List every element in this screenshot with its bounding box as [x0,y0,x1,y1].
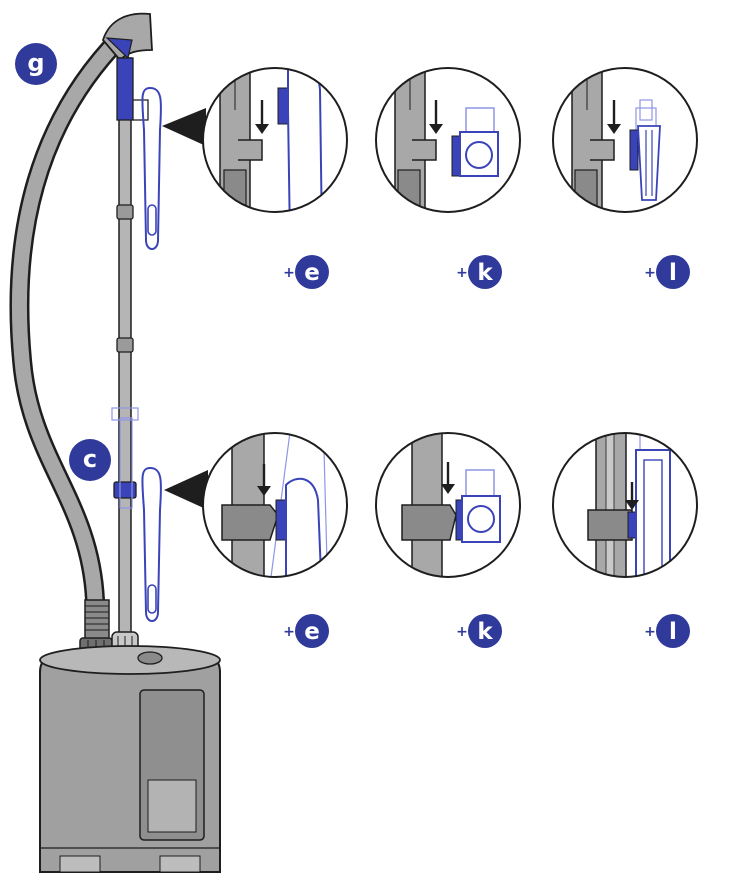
accessory-letter: e [304,619,320,645]
accessory-label-row2-e: + e [283,614,329,648]
detail-collar-brush [202,432,348,578]
badge-g-label: g [27,49,44,77]
detail-hook-pad [375,67,521,213]
top-hanger [116,57,162,250]
plus-sign: + [283,265,295,281]
accessory-letter: l [669,260,677,286]
telescopic-pole [111,57,139,671]
plus-sign: + [644,624,656,640]
badge-c-label: c [83,445,97,473]
detail-hook-brush [202,67,348,213]
plus-sign: + [456,624,468,640]
pointer-middle [164,470,208,510]
steamer-unit [9,12,221,873]
plus-sign: + [644,265,656,281]
accessory-label-row2-l: + l [644,614,690,648]
middle-collar [111,407,162,622]
accessory-letter: l [669,619,677,645]
detail-hook-clip [552,67,698,213]
badge-g: g [15,43,57,85]
steam-head [101,12,153,62]
accessory-letter: e [304,260,320,286]
pointer-top [162,108,206,146]
accessory-letter: k [477,260,493,286]
accessory-label-row2-k: + k [456,614,502,648]
water-tank [39,645,221,873]
accessory-letter: k [477,619,493,645]
accessory-label-row1-e: + e [283,255,329,289]
detail-collar-board [552,432,698,578]
accessory-label-row1-k: + k [456,255,502,289]
plus-sign: + [283,624,295,640]
detail-collar-pad [375,432,521,578]
steam-hose [9,28,130,659]
hose-ridged-end [84,599,110,641]
accessory-label-row1-l: + l [644,255,690,289]
plus-sign: + [456,265,468,281]
badge-c: c [69,439,111,481]
